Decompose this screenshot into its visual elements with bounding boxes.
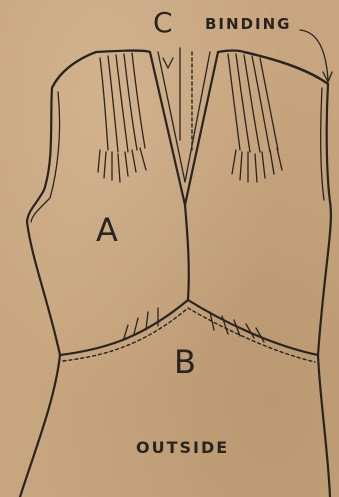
piece-a-label: A — [96, 214, 118, 246]
binding-label: BINDING — [205, 17, 291, 32]
outside-label: OUTSIDE — [136, 440, 229, 456]
left-tuck-1 — [100, 58, 108, 150]
right-armhole-binding — [321, 88, 324, 200]
right-tuck-4 — [252, 56, 270, 152]
piece-b-label: B — [174, 346, 196, 378]
bodice-right-outline — [244, 52, 331, 497]
right-tuck-3 — [244, 55, 260, 152]
center-front-seam — [185, 205, 189, 300]
piece-c-label: C — [153, 9, 173, 37]
left-gathers — [98, 148, 146, 182]
left-shoulder — [52, 52, 96, 88]
right-gathers — [232, 148, 282, 182]
bodice-left-outline — [20, 52, 96, 497]
waist-gathers-left — [124, 308, 158, 338]
left-tuck-2 — [108, 56, 118, 152]
c-notch — [163, 58, 173, 68]
right-tuck-5 — [260, 58, 278, 150]
